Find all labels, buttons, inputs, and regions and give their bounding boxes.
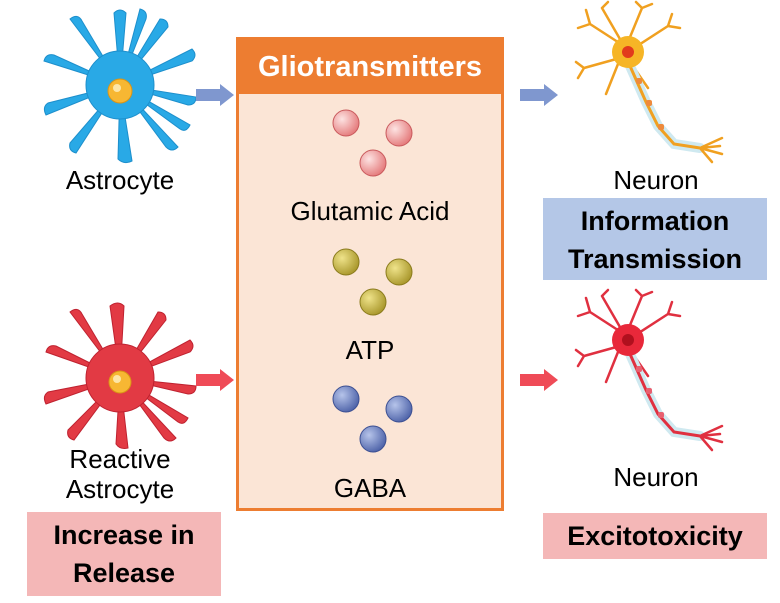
increase-release-line2: Release	[72, 558, 176, 588]
panel-title: Gliotransmitters	[239, 40, 501, 94]
arrow-right-icon	[196, 369, 234, 391]
astrocyte-icon	[43, 8, 197, 164]
gaba-label: GABA	[333, 473, 407, 503]
neuron-icon	[574, 0, 724, 164]
glutamic-acid-label: Glutamic Acid	[290, 196, 450, 226]
gliotransmitters-panel: Gliotransmitters Glutamic Acid ATP GABA	[236, 37, 504, 511]
neuron-icon	[574, 288, 724, 452]
atp-label: ATP	[345, 335, 395, 365]
atp-molecules-icon	[332, 248, 413, 316]
information-transmission-badge: Information Transmission	[543, 198, 767, 280]
information-transmission-line1: Information	[580, 206, 730, 236]
neuron-bottom-label: Neuron	[613, 462, 699, 492]
arrow-right-icon	[520, 84, 558, 106]
reactive-astrocyte-line1: Reactive	[69, 444, 171, 474]
gaba-molecules-icon	[332, 385, 413, 453]
increase-release-badge: Increase in Release	[27, 512, 221, 596]
information-transmission-line2: Transmission	[567, 244, 743, 274]
reactive-astrocyte-icon	[43, 302, 197, 449]
glutamic-acid-molecules-icon	[332, 109, 413, 177]
reactive-astrocyte-line2: Astrocyte	[65, 474, 175, 504]
excitotoxicity-badge: Excitotoxicity	[543, 513, 767, 559]
reactive-astrocyte-label: Reactive Astrocyte	[40, 444, 200, 504]
neuron-top-label: Neuron	[613, 165, 699, 195]
increase-release-line1: Increase in	[53, 520, 195, 550]
arrow-right-icon	[196, 84, 234, 106]
astrocyte-label: Astrocyte	[65, 165, 175, 195]
arrow-right-icon	[520, 369, 558, 391]
